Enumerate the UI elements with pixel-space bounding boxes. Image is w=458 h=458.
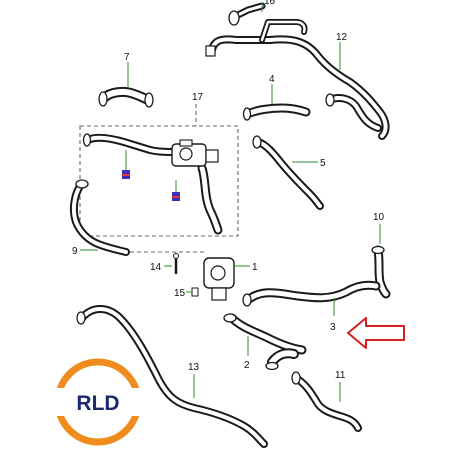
part-1-housing xyxy=(203,257,235,301)
part-4-hose xyxy=(242,103,311,121)
part-17-hose xyxy=(82,133,223,235)
thermostat-housing xyxy=(171,139,219,167)
part-2-hose xyxy=(223,313,307,371)
callout-7: 7 xyxy=(124,52,130,63)
part-12-hose xyxy=(205,19,390,140)
marker-a xyxy=(122,150,130,179)
part-11-hose xyxy=(291,371,362,432)
part-17-group-outline xyxy=(79,104,239,237)
part-12-lower-hose xyxy=(325,93,382,132)
red-arrow-icon xyxy=(347,317,405,349)
callout-13: 13 xyxy=(188,362,200,373)
callout-1: 1 xyxy=(252,262,258,273)
part-5-hose xyxy=(252,135,324,210)
part-16-hose xyxy=(228,2,266,26)
callout-14: 14 xyxy=(150,262,162,273)
part-9-hose xyxy=(69,179,130,256)
callout-16: 16 xyxy=(264,0,276,7)
callout-10: 10 xyxy=(373,212,385,223)
part-7-hose xyxy=(98,86,154,108)
callout-11: 11 xyxy=(335,370,346,381)
callout-17: 17 xyxy=(192,92,204,103)
callout-12: 12 xyxy=(336,32,348,43)
marker-b xyxy=(172,180,180,201)
part-13-hose xyxy=(76,305,268,448)
rld-logo: RLD xyxy=(52,358,144,446)
part-3-hose xyxy=(242,280,381,307)
callout-4: 4 xyxy=(269,74,275,85)
callout-9: 9 xyxy=(72,246,78,257)
callout-15: 15 xyxy=(174,288,186,299)
part-15-bolt xyxy=(191,287,199,297)
part-14-bolt xyxy=(173,253,179,274)
part-10-hose xyxy=(371,245,391,299)
callout-3: 3 xyxy=(330,322,336,333)
callout-5: 5 xyxy=(320,158,326,169)
callout-2: 2 xyxy=(244,360,250,371)
rld-logo-text: RLD xyxy=(76,392,119,415)
